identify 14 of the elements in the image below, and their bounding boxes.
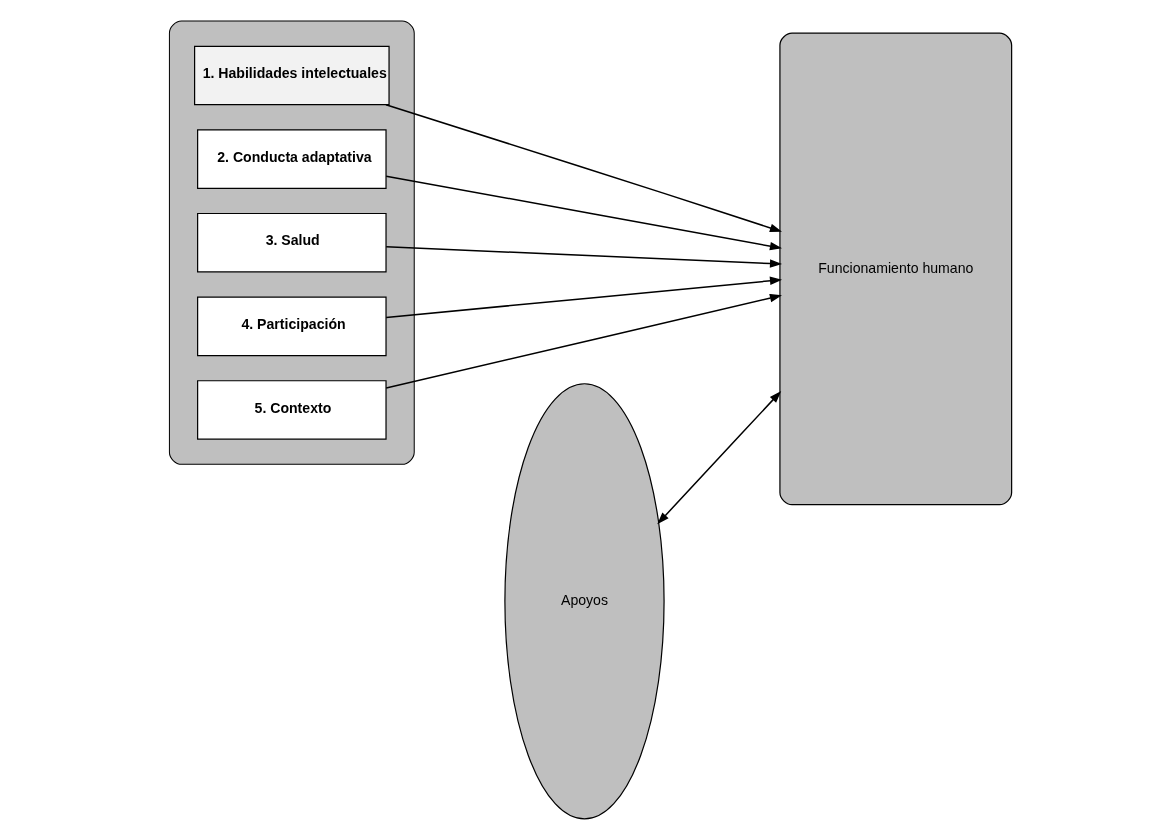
arrow bbox=[384, 245, 782, 268]
arrow bbox=[384, 174, 782, 250]
arrow bbox=[384, 293, 782, 389]
node-box: 1. Habilidades intelectuales bbox=[193, 45, 390, 105]
arrow bbox=[384, 103, 782, 232]
arrow bbox=[656, 390, 781, 524]
node-box: 3. Salud bbox=[196, 212, 387, 273]
node-box: Funcionamiento humano bbox=[778, 32, 1012, 505]
node-box: 2. Conducta adaptativa bbox=[196, 128, 387, 189]
cluster bbox=[168, 20, 415, 465]
node-box: 5. Contexto bbox=[196, 379, 387, 440]
node-ellipse: Apoyos bbox=[503, 382, 665, 820]
arrow bbox=[384, 276, 782, 318]
node-box: 4. Participación bbox=[196, 296, 387, 356]
